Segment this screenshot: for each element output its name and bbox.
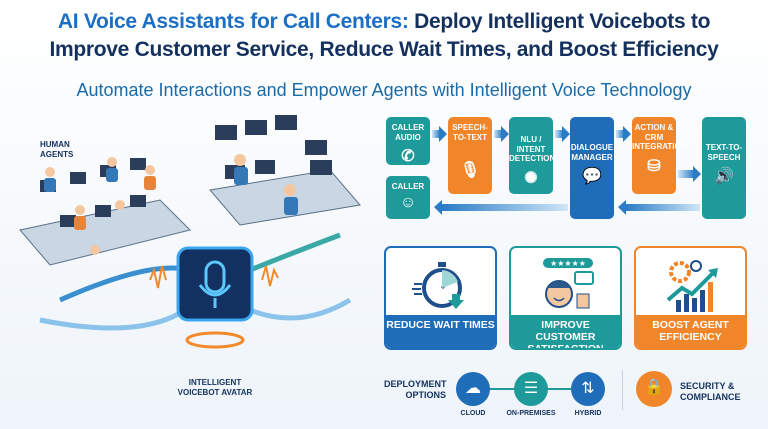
benefit-label: REDUCE WAIT TIMES [386, 315, 495, 348]
hybrid-cloud-database-icon: ⇅ [571, 372, 605, 406]
benefit-customer-satisfaction: ★★★★★ IMPROVE CUSTOMER SATISFACTION [509, 246, 622, 350]
flow-arrow [616, 126, 631, 142]
shield-lock-icon: 🔒 [636, 371, 672, 407]
flow-arrow [678, 166, 701, 182]
pipeline-text-to-speech: TEXT-TO-SPEECH 🔊 [702, 117, 746, 219]
title-line-2: Improve Customer Service, Reduce Wait Ti… [49, 38, 719, 61]
flow-arrow [432, 126, 447, 142]
flow-arrow [555, 126, 570, 142]
divider [622, 370, 623, 410]
label: TEXT-TO-SPEECH [705, 143, 743, 162]
chat-bubbles-icon: 💬 [582, 168, 602, 185]
option-cloud: CLOUD [460, 410, 486, 417]
title-highlight: AI Voice Assistants for Call Centers: [57, 10, 409, 33]
benefit-reduce-wait: REDUCE WAIT TIMES [384, 246, 497, 350]
cloud-icon: ☁ [456, 372, 490, 406]
pipeline-nlu: NLU / INTENT DETECTION ✺ [509, 117, 556, 194]
happy-customer-icon: ★★★★★ [543, 258, 594, 309]
phone-sound-icon: ✆ [401, 148, 415, 165]
database-gear-icon: ⛁ [647, 157, 661, 175]
return-arrow [434, 200, 568, 215]
voicebot-label: INTELLIGENT VOICEBOT AVATAR [177, 378, 253, 397]
benefit-label: BOOST AGENT EFFICIENCY [636, 315, 745, 348]
label: SPEECH-TO-TEXT [452, 123, 488, 142]
return-arrow [618, 200, 700, 215]
pipeline-caller-audio: CALLER AUDIO ✆ [386, 117, 430, 165]
subtitle: Automate Interactions and Empower Agents… [76, 80, 692, 100]
pipeline-action-crm: ACTION & CRM INTEGRATION ⛁ [632, 117, 687, 194]
phone-smile-icon: ☺ [399, 193, 417, 211]
human-agents-label: HUMAN AGENTS [40, 140, 74, 159]
call-center-illustration [19, 115, 361, 349]
label: NLU / INTENT DETECTION [509, 135, 556, 163]
brain-icon: ✺ [524, 169, 538, 187]
pipeline-caller: CALLER ☺ [386, 176, 430, 219]
security-label: SECURITY & COMPLIANCE [680, 381, 741, 402]
option-hybrid: HYBRID [574, 410, 602, 417]
label: DIALOGUE MANAGER [570, 143, 614, 162]
title-line-1: AI Voice Assistants for Call Centers: De… [0, 9, 768, 35]
pipeline-speech-to-text: SPEECH-TO-TEXT 🎙 [448, 117, 492, 194]
label: CALLER AUDIO [391, 123, 425, 142]
server-icon: ☰ [514, 372, 548, 406]
stopwatch-icon [412, 262, 464, 309]
option-on-premises: ON-PREMISES [506, 410, 556, 417]
microphone-waveform-icon: 🎙 [459, 162, 481, 179]
label: ACTION & CRM INTEGRATION [632, 123, 687, 151]
label: CALLER [391, 182, 425, 191]
growth-chart-icon [666, 260, 718, 312]
speaker-icon: 🔊 [714, 168, 734, 185]
benefit-agent-efficiency: BOOST AGENT EFFICIENCY [634, 246, 747, 350]
pipeline-dialogue-manager: DIALOGUE MANAGER 💬 [570, 117, 614, 219]
benefit-label: IMPROVE CUSTOMER SATISFACTION [511, 315, 620, 348]
deployment-label: DEPLOYMENT OPTIONS [384, 379, 447, 400]
flow-arrow [494, 126, 509, 142]
svg-text:★★★★★: ★★★★★ [550, 259, 586, 268]
title-rest: Deploy Intelligent Voicebots to [408, 10, 711, 33]
